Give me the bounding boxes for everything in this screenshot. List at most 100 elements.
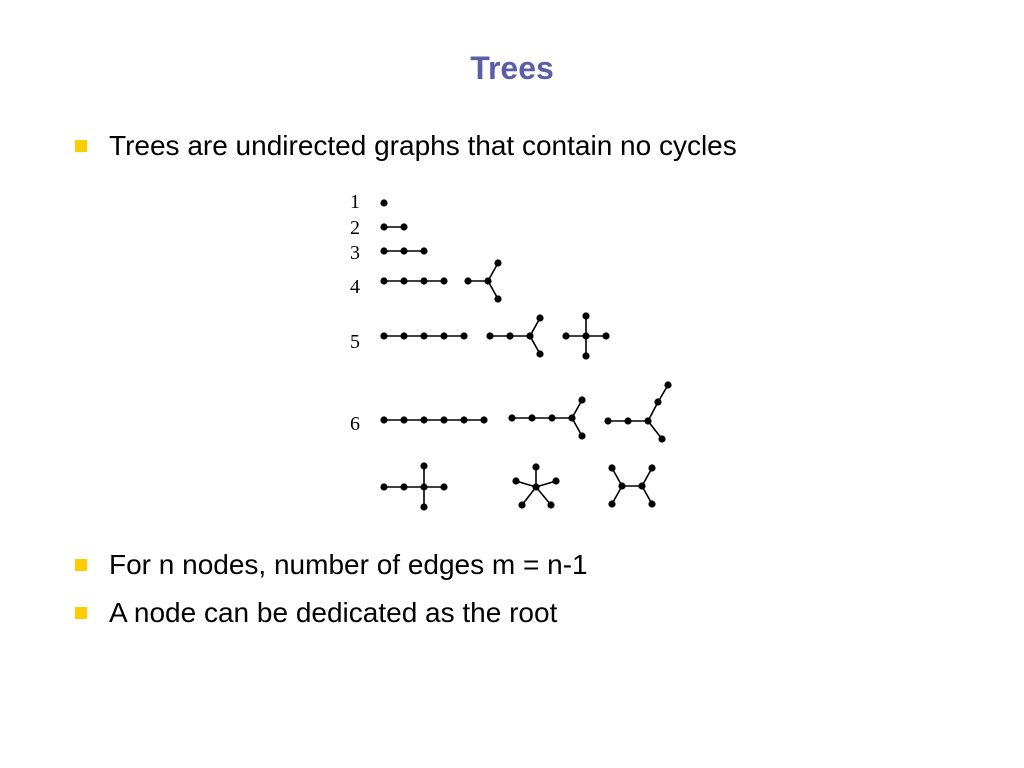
row-label-2: 2 — [350, 217, 360, 239]
tree-node — [604, 417, 612, 425]
tree-node — [464, 277, 472, 285]
row-label-3: 3 — [350, 242, 360, 264]
tree-edge — [535, 486, 552, 506]
tree-node — [536, 350, 544, 358]
tree-node — [420, 416, 428, 424]
tree-n5-fork — [486, 314, 544, 358]
row-label-4: 4 — [350, 276, 360, 298]
tree-node — [400, 332, 408, 340]
tree-n5-star — [562, 312, 610, 360]
bullet-square-icon — [75, 140, 87, 152]
tree-node — [536, 314, 544, 322]
tree-n6-star — [512, 463, 560, 509]
tree-node — [568, 414, 576, 422]
tree-n6-path — [380, 416, 488, 424]
tree-n5-path — [380, 332, 468, 340]
tree-node — [506, 332, 514, 340]
tree-node — [420, 277, 428, 285]
tree-node — [518, 501, 526, 509]
tree-graphs — [380, 199, 672, 511]
tree-node — [664, 381, 672, 389]
bullet-item-1: Trees are undirected graphs that contain… — [75, 130, 737, 162]
tree-node — [460, 332, 468, 340]
tree-n4-star — [464, 259, 502, 303]
tree-node — [460, 416, 468, 424]
tree-n6-double-star — [608, 464, 656, 508]
tree-node — [494, 259, 502, 267]
tree-node — [440, 277, 448, 285]
tree-n6-long-branch — [604, 381, 672, 443]
row-label-6: 6 — [350, 413, 360, 435]
tree-node — [484, 277, 492, 285]
tree-node — [578, 396, 586, 404]
tree-n2 — [380, 223, 408, 231]
tree-n6-fork — [508, 396, 586, 440]
tree-node — [380, 199, 388, 207]
tree-node — [648, 500, 656, 508]
tree-node — [440, 483, 448, 491]
tree-node — [582, 352, 590, 360]
tree-node — [618, 482, 626, 490]
tree-node — [400, 277, 408, 285]
tree-node — [486, 332, 494, 340]
tree-node — [420, 483, 428, 491]
tree-node — [512, 477, 520, 485]
tree-node — [528, 414, 536, 422]
tree-n3-path — [380, 247, 428, 255]
tree-node — [494, 295, 502, 303]
tree-node — [654, 398, 662, 406]
tree-node — [548, 414, 556, 422]
tree-node — [420, 247, 428, 255]
tree-node — [380, 416, 388, 424]
tree-node — [440, 332, 448, 340]
tree-node — [526, 332, 534, 340]
tree-node — [420, 332, 428, 340]
bullet-square-icon — [75, 607, 87, 619]
tree-node — [400, 223, 408, 231]
tree-node — [508, 414, 516, 422]
tree-node — [532, 483, 540, 491]
tree-node — [400, 483, 408, 491]
bullet-square-icon — [75, 559, 87, 571]
tree-node — [608, 464, 616, 472]
trees-diagram: 1 2 3 4 5 6 — [350, 191, 672, 511]
tree-node — [380, 483, 388, 491]
bullet-item-3: A node can be dedicated as the root — [75, 597, 557, 629]
tree-n1 — [380, 199, 388, 207]
tree-node — [547, 501, 555, 509]
tree-node — [608, 500, 616, 508]
tree-node — [380, 223, 388, 231]
tree-node — [602, 332, 610, 340]
bullet-text-3: A node can be dedicated as the root — [109, 597, 558, 628]
tree-node — [400, 247, 408, 255]
tree-edge — [521, 486, 537, 506]
tree-node — [562, 332, 570, 340]
tree-n6-cross — [380, 462, 448, 511]
tree-n4-path — [380, 277, 448, 285]
tree-node — [624, 417, 632, 425]
tree-node — [380, 247, 388, 255]
tree-node — [380, 277, 388, 285]
tree-node — [658, 435, 666, 443]
tree-node — [644, 417, 652, 425]
tree-node — [648, 464, 656, 472]
bullet-text-1: Trees are undirected graphs that contain… — [109, 130, 737, 161]
tree-node — [480, 416, 488, 424]
tree-node — [380, 332, 388, 340]
tree-node — [578, 432, 586, 440]
tree-node — [582, 312, 590, 320]
tree-node — [400, 416, 408, 424]
tree-node — [440, 416, 448, 424]
bullet-text-2: For n nodes, number of edges m = n-1 — [109, 549, 588, 580]
tree-node — [420, 462, 428, 470]
tree-node — [582, 332, 590, 340]
tree-node — [552, 477, 560, 485]
slide-title: Trees — [470, 50, 554, 86]
tree-node — [638, 482, 646, 490]
row-label-5: 5 — [350, 331, 360, 353]
tree-node — [532, 463, 540, 471]
tree-node — [420, 503, 428, 511]
tree-edge — [647, 420, 663, 440]
row-label-1: 1 — [350, 191, 360, 213]
bullet-item-2: For n nodes, number of edges m = n-1 — [75, 549, 588, 581]
